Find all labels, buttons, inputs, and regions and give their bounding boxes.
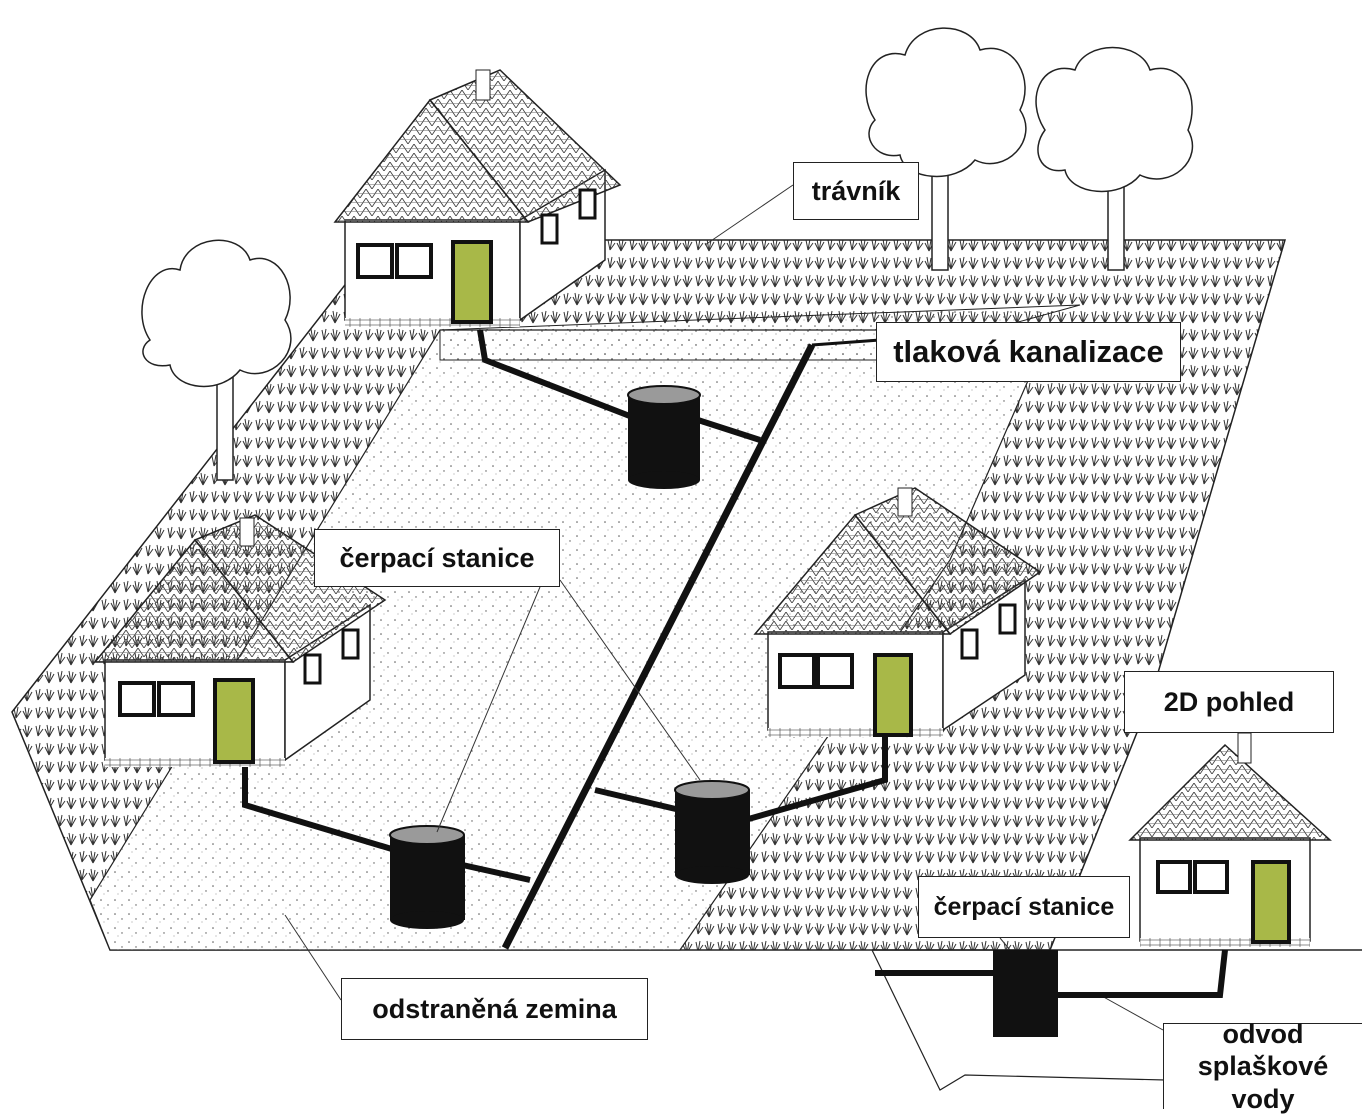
tree-right-2 bbox=[1035, 46, 1194, 271]
label-lawn: trávník bbox=[793, 162, 919, 220]
label-waste-drain: odvod splaškové vody bbox=[1163, 1019, 1362, 1114]
house-right bbox=[753, 487, 1042, 737]
house-left bbox=[93, 514, 387, 767]
inset-2d-view bbox=[871, 732, 1362, 1091]
label-pressure-sewer: tlaková kanalizace bbox=[876, 322, 1181, 382]
label-waste-drain-line1: odvod bbox=[1222, 1018, 1304, 1049]
house-top bbox=[333, 69, 622, 327]
tank-right bbox=[674, 780, 750, 884]
label-pump-station-2: čerpací stanice bbox=[918, 876, 1130, 938]
tree-left bbox=[141, 239, 292, 481]
label-2d-view: 2D pohled bbox=[1124, 671, 1334, 733]
label-removed-soil-text: odstraněná zemina bbox=[372, 993, 617, 1024]
tree-right-1 bbox=[865, 27, 1027, 271]
label-pressure-sewer-text: tlaková kanalizace bbox=[893, 334, 1164, 370]
label-removed-soil: odstraněná zemina bbox=[341, 978, 648, 1040]
label-waste-drain-line2: splaškové vody bbox=[1197, 1051, 1329, 1114]
label-pump-station-1: čerpací stanice bbox=[314, 529, 560, 587]
tank-left bbox=[389, 825, 465, 929]
label-2d-view-text: 2D pohled bbox=[1163, 686, 1295, 717]
ground bbox=[11, 239, 1287, 951]
leader-lines bbox=[284, 184, 1164, 1031]
main-pressure-pipe bbox=[501, 343, 816, 950]
tank-top bbox=[627, 385, 701, 489]
label-lawn-text: trávník bbox=[811, 175, 901, 206]
label-pump-station-2-text: čerpací stanice bbox=[933, 893, 1115, 921]
label-pump-station-1-text: čerpací stanice bbox=[339, 542, 535, 573]
